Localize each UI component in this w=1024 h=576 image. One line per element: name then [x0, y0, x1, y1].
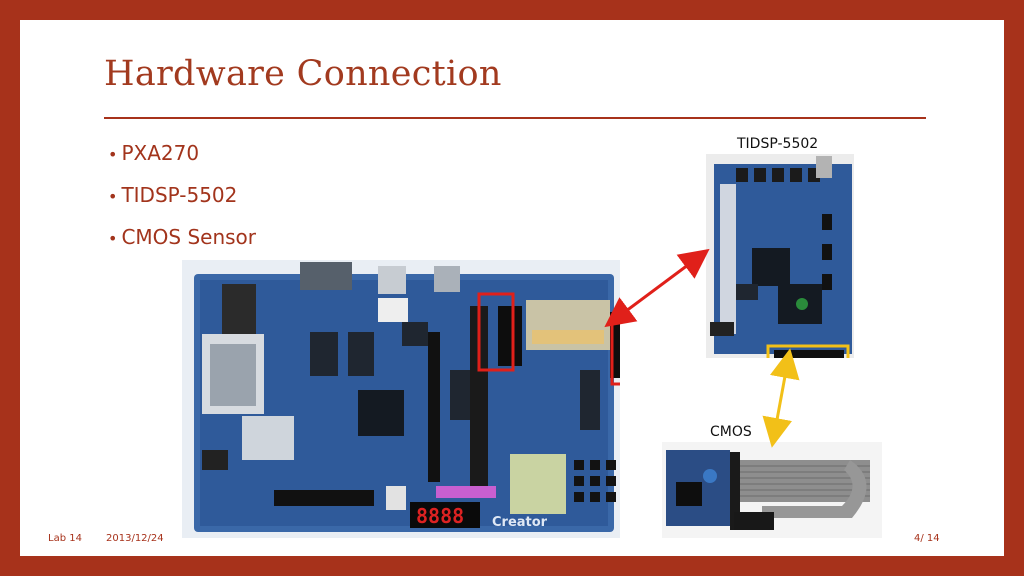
title-divider: [104, 117, 926, 119]
bullet-item: •TIDSP-5502: [108, 183, 238, 207]
bullet-item: •PXA270: [108, 141, 200, 165]
bullet-icon: •: [108, 145, 118, 164]
red-link-arrow: [604, 248, 710, 328]
slide-title: Hardware Connection: [104, 54, 502, 94]
dsp-caption: TIDSP-5502: [737, 136, 819, 152]
creator-logo: Creator: [492, 515, 548, 530]
cmos-sensor-photo: [662, 442, 882, 538]
footer-page: 4/ 14: [914, 533, 940, 544]
connection-arrows: [604, 248, 800, 448]
seven-segment-display: 8888: [416, 504, 464, 528]
footer-date: 2013/12/24: [106, 533, 164, 544]
tidsp-5502-photo: [706, 154, 854, 358]
cmos-caption: CMOS: [710, 424, 752, 440]
slide: Hardware Connection •PXA270 •TIDSP-5502 …: [20, 20, 1004, 556]
bullet-icon: •: [108, 229, 118, 248]
pxa270-board-photo: 8888 Creator: [182, 260, 620, 538]
bullet-item: •CMOS Sensor: [108, 225, 257, 249]
bullet-icon: •: [108, 187, 118, 206]
yellow-link-arrow: [762, 348, 800, 448]
footer-lab: Lab 14: [48, 533, 82, 544]
bullet-list: •PXA270 •TIDSP-5502 •CMOS Sensor: [108, 140, 256, 266]
